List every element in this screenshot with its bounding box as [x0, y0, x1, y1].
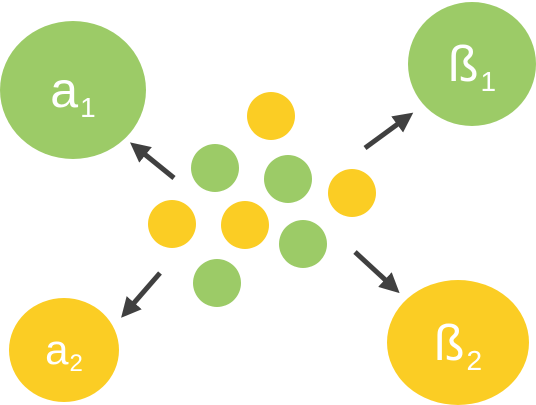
arrow-up-right — [363, 112, 414, 151]
arrow-down-right — [353, 250, 400, 294]
outcome-letter: ß — [447, 36, 479, 92]
outcome-subscript: 1 — [80, 92, 96, 123]
arrow-down-left — [121, 271, 162, 318]
particle — [264, 155, 312, 203]
particle — [279, 220, 327, 268]
particle — [191, 144, 239, 192]
particle — [193, 259, 241, 307]
arrow-up-left — [130, 142, 176, 180]
particle — [148, 200, 196, 248]
outcome-subscript: 2 — [466, 344, 483, 376]
particle — [221, 201, 269, 249]
particle — [247, 92, 295, 140]
outcome-subscript: 2 — [69, 350, 83, 377]
particle — [328, 169, 376, 217]
outcome-subscript: 1 — [480, 66, 497, 97]
outcome-letter: ß — [433, 314, 465, 371]
outcome-letter: a — [45, 326, 69, 373]
outcome-letter: a — [50, 62, 79, 118]
